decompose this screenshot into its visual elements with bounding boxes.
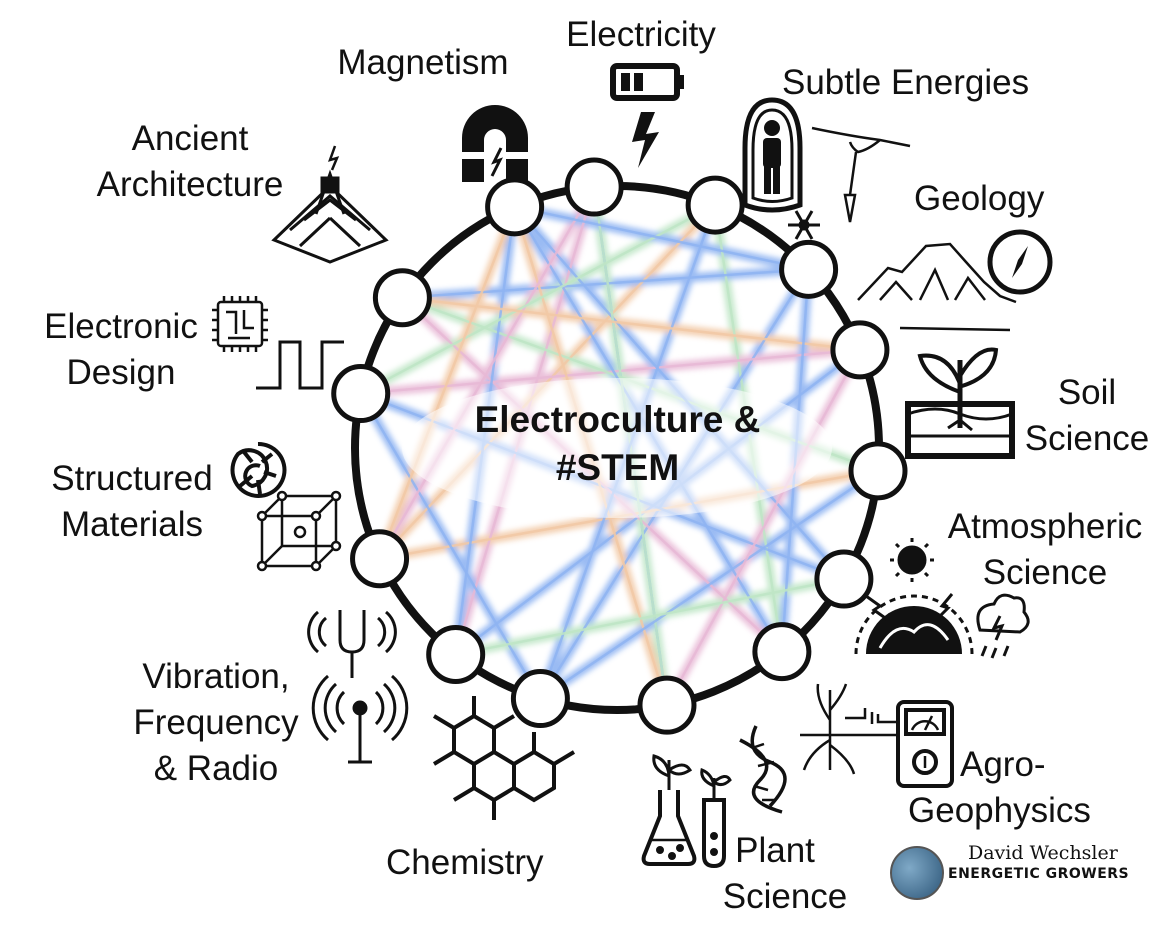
label-geology: Geology — [914, 179, 1045, 218]
connection-line — [539, 469, 879, 700]
label-ancient-architecture-line2: Architecture — [96, 165, 284, 204]
molecule-icon — [432, 696, 576, 820]
radio-antenna-icon — [311, 674, 409, 764]
label-agro-geophysics-line2: Geophysics — [908, 791, 1091, 830]
compass-icon — [987, 229, 1053, 295]
test-tube-sprout-icon — [700, 767, 732, 869]
ring-node — [372, 268, 432, 328]
connection-line — [378, 206, 516, 560]
label-structured-materials-line1: Structured — [51, 459, 213, 498]
label-atmospheric-science-line2: Science — [982, 553, 1108, 592]
storm-cloud-icon — [976, 593, 1030, 659]
spiral-icon — [230, 441, 287, 498]
center-title-line1: Electroculture & — [474, 399, 761, 440]
label-structured-materials-line2: Materials — [61, 505, 203, 544]
label-plant-science: Plant Science — [710, 828, 860, 920]
label-electricity: Electricity — [566, 15, 716, 54]
connection-line — [360, 348, 861, 395]
label-electronic-design-line1: Electronic — [44, 307, 198, 346]
ring-node — [779, 239, 839, 299]
stepped-pyramid-icon — [271, 145, 389, 264]
aura-person-icon — [742, 97, 803, 213]
label-agro-geophysics: Agro- Geophysics — [908, 742, 1128, 834]
globe-dome-icon — [854, 593, 974, 655]
label-soil-science: Soil Science — [1012, 370, 1162, 462]
microchip-icon — [212, 296, 268, 352]
flask-sprout-icon — [641, 754, 697, 866]
avatar — [890, 846, 944, 900]
label-vibration-frequency-radio: Vibration, Frequency & Radio — [116, 654, 316, 792]
meter-icon — [896, 700, 954, 788]
lightning-bolt-icon — [632, 112, 659, 168]
label-plant-science-line2: Science — [722, 877, 848, 916]
label-ancient-architecture-line1: Ancient — [131, 119, 249, 158]
ring-node — [637, 675, 697, 735]
label-structured-materials: Structured Materials — [34, 456, 230, 548]
ring-node — [510, 669, 570, 729]
ring-node — [685, 175, 745, 235]
tuning-fork-icon — [307, 610, 397, 678]
mountain-icon — [857, 242, 1017, 332]
dna-helix-icon — [739, 725, 787, 814]
center-title: Electroculture & #STEM — [400, 396, 835, 492]
label-soil-science-line1: Soil — [1057, 373, 1117, 412]
connection-line — [665, 349, 862, 706]
label-vibration-line1: Vibration, — [142, 657, 290, 696]
label-vibration-line2: Frequency — [133, 703, 299, 742]
plant-circuit-icon — [800, 683, 900, 775]
ring-node — [485, 177, 545, 237]
horseshoe-magnet-icon — [462, 105, 528, 182]
snowflake-icon — [788, 210, 820, 240]
label-atmospheric-science-line1: Atmospheric — [947, 507, 1143, 546]
label-electronic-design-line2: Design — [66, 353, 176, 392]
square-wave-icon — [256, 340, 344, 390]
label-subtle-energies: Subtle Energies — [782, 63, 1030, 102]
connection-line — [402, 268, 809, 299]
label-soil-science-line2: Science — [1024, 419, 1150, 458]
label-plant-science-line1: Plant — [735, 831, 815, 870]
credit-name: David Wechsler — [968, 842, 1118, 864]
crystal-lattice-cube-icon — [256, 490, 342, 572]
center-haze — [402, 378, 832, 518]
connection-line — [455, 577, 845, 656]
battery-icon — [610, 63, 684, 101]
credit-brand: ENERGETIC GROWERS — [948, 866, 1130, 882]
ring-nodes — [331, 157, 908, 735]
ring-node — [564, 157, 624, 217]
pendulum-hand-icon — [811, 126, 911, 223]
label-ancient-architecture: Ancient Architecture — [80, 116, 300, 208]
connection-line — [402, 296, 861, 352]
label-magnetism: Magnetism — [337, 43, 509, 82]
ring-node — [848, 441, 908, 501]
sprout-in-soil-icon — [905, 347, 1015, 459]
ring-node — [814, 549, 874, 609]
ring-node — [426, 624, 486, 684]
label-agro-geophysics-line1: Agro- — [960, 745, 1046, 784]
sun-icon — [890, 538, 934, 582]
connection-line — [359, 392, 542, 700]
label-electronic-design: Electronic Design — [32, 304, 210, 396]
ring-node — [331, 364, 391, 424]
label-atmospheric-science: Atmospheric Science — [930, 504, 1160, 596]
ring-node — [752, 622, 812, 682]
label-chemistry: Chemistry — [386, 843, 544, 882]
connection-line — [514, 205, 809, 271]
center-title-line2: #STEM — [555, 447, 680, 488]
label-vibration-line3: & Radio — [153, 749, 279, 788]
connection-line — [378, 186, 596, 560]
ring-node — [350, 529, 410, 589]
ring-node — [830, 320, 890, 380]
